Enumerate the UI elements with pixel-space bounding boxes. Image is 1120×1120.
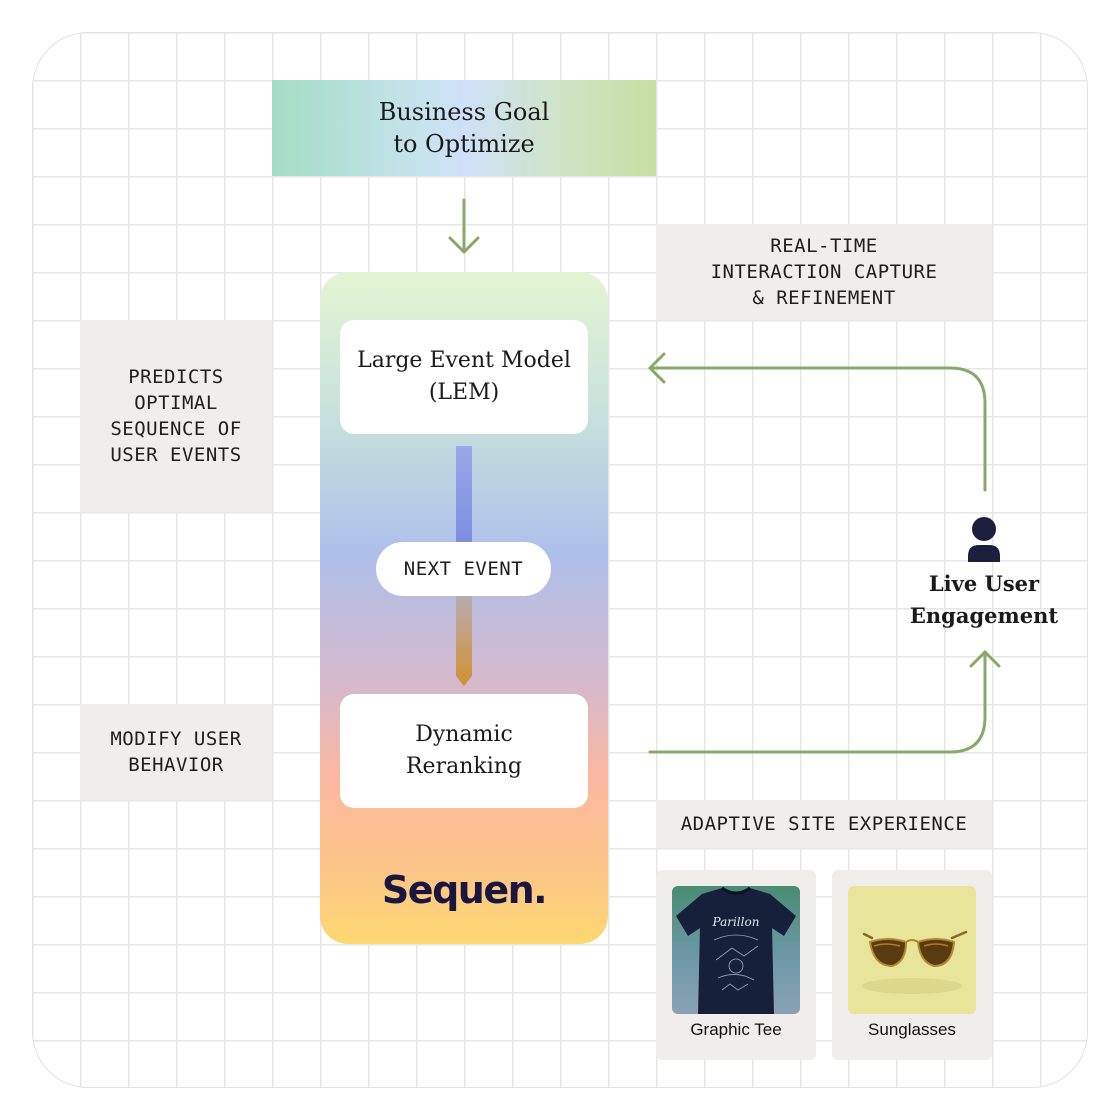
large-event-model-card: Large Event Model (LEM) xyxy=(340,320,588,434)
realtime-line1: REAL-TIME xyxy=(770,235,878,257)
realtime-capture-note: REAL-TIME INTERACTION CAPTURE & REFINEME… xyxy=(656,224,992,320)
lem-line1: Large Event Model xyxy=(357,348,571,373)
product-card-graphic-tee[interactable]: Parillon Graphic Tee xyxy=(656,870,816,1060)
predicts-line4: USER EVENTS xyxy=(110,444,242,466)
product-label: Sunglasses xyxy=(868,1020,956,1039)
next-event-pill: NEXT EVENT xyxy=(376,542,551,596)
flow-bar-upper xyxy=(456,446,472,544)
modify-line2: BEHAVIOR xyxy=(128,754,224,776)
tee-print-text: Parillon xyxy=(712,915,760,929)
flow-bar-lower xyxy=(456,594,472,686)
adaptive-site-experience-note: ADAPTIVE SITE EXPERIENCE xyxy=(656,800,992,848)
predicts-line1: PREDICTS xyxy=(128,366,224,388)
live-user-line1: Live User xyxy=(928,571,1040,596)
reranking-line2: Reranking xyxy=(405,754,522,779)
modify-line1: MODIFY USER xyxy=(110,728,242,750)
graphic-tee-image: Parillon xyxy=(672,886,800,1014)
realtime-line2: INTERACTION CAPTURE xyxy=(710,261,938,283)
realtime-line3: & REFINEMENT xyxy=(752,287,896,309)
live-user-line2: Engagement xyxy=(909,603,1059,628)
lem-line2: (LEM) xyxy=(428,380,500,405)
business-goal-box: Business Goal to Optimize xyxy=(272,80,656,176)
predicts-line3: SEQUENCE OF xyxy=(110,418,242,440)
product-card-sunglasses[interactable]: Sunglasses xyxy=(832,870,992,1060)
user-icon xyxy=(968,517,1000,562)
predicts-sequence-note: PREDICTS OPTIMAL SEQUENCE OF USER EVENTS xyxy=(80,320,272,512)
live-user-engagement-label: Live User Engagement xyxy=(884,568,1084,632)
reranking-line1: Dynamic xyxy=(415,722,513,747)
sunglasses-image xyxy=(848,886,976,1014)
predicts-line2: OPTIMAL xyxy=(134,392,218,414)
sequen-logo: Sequen. xyxy=(381,868,548,912)
dynamic-reranking-card: Dynamic Reranking xyxy=(340,694,588,808)
business-goal-line1: Business Goal xyxy=(378,98,550,126)
modify-behavior-note: MODIFY USER BEHAVIOR xyxy=(80,704,272,800)
business-goal-line2: to Optimize xyxy=(393,130,535,158)
product-label: Graphic Tee xyxy=(690,1020,782,1039)
